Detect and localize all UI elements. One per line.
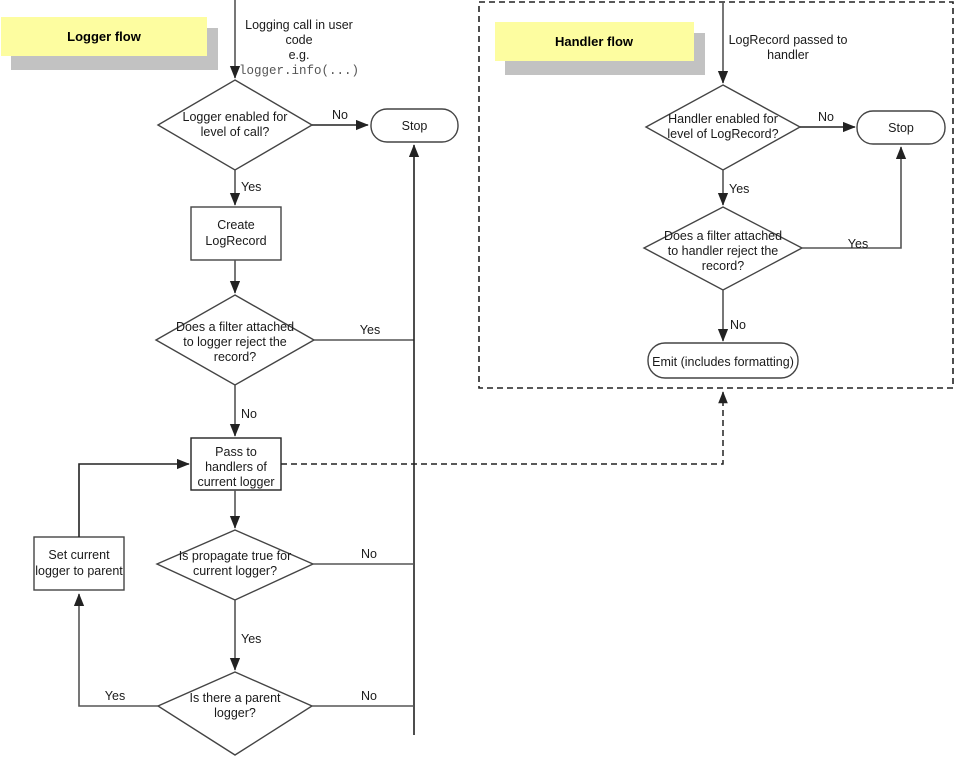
- logger-entry-caption-line2: code: [285, 33, 312, 47]
- edge-label-parent-yes: Yes: [105, 689, 125, 703]
- process-set-parent-line2: logger to parent: [35, 564, 123, 578]
- logger-entry-caption-line3: e.g.: [289, 48, 310, 62]
- decision-parent-logger[interactable]: [156, 671, 314, 756]
- edge-label-parent-no: No: [361, 689, 377, 703]
- terminator-handler-stop-label: Stop: [888, 121, 914, 135]
- decision-handler-filter-line3: record?: [702, 259, 744, 273]
- edge-set-parent-to-pass-to-handlers: [78, 458, 190, 537]
- decision-logger-filter-line2: to logger reject the: [183, 335, 287, 349]
- decision-handler-filter-line1: Does a filter attached: [664, 229, 782, 243]
- logger-flow-banner: Logger flow: [1, 17, 218, 70]
- process-set-current-logger-to-parent[interactable]: [33, 536, 125, 591]
- edge-label-handler-filter-no: No: [730, 318, 746, 332]
- edge-label-handler-filter-yes: Yes: [848, 237, 868, 251]
- process-create-logrecord[interactable]: [190, 206, 282, 261]
- decision-parent-logger-line1: Is there a parent: [189, 691, 281, 705]
- edge-label-propagate-no: No: [361, 547, 377, 561]
- terminator-handler-stop[interactable]: [856, 110, 946, 145]
- handler-flow-banner: Handler flow: [495, 22, 705, 75]
- process-pass-to-handlers-line2: handlers of: [205, 460, 267, 474]
- decision-handler-filter-line2: to handler reject the: [668, 244, 779, 258]
- handler-entry-caption-line1: LogRecord passed to: [729, 33, 848, 47]
- edge-handler-filter-yes: [802, 146, 907, 249]
- logger-entry-caption-code: logger.info(...): [239, 64, 359, 78]
- process-create-logrecord-line1: Create: [217, 218, 255, 232]
- edge-label-logger-filter-no: No: [241, 407, 257, 421]
- process-pass-to-handlers-line1: Pass to: [215, 445, 257, 459]
- edge-label-logger-enabled-no: No: [332, 108, 348, 122]
- handler-flow-banner-label: Handler flow: [555, 34, 634, 49]
- edge-label-logger-enabled-yes: Yes: [241, 180, 261, 194]
- decision-propagate-line2: current logger?: [193, 564, 277, 578]
- decision-parent-logger-line2: logger?: [214, 706, 256, 720]
- logger-flow-banner-fill: [1, 17, 207, 56]
- decision-logger-enabled-line2: level of call?: [201, 125, 270, 139]
- decision-logger-filter-line1: Does a filter attached: [176, 320, 294, 334]
- process-create-logrecord-line2: LogRecord: [205, 234, 266, 248]
- edge-label-logger-filter-yes: Yes: [360, 323, 380, 337]
- decision-logger-enabled-line1: Logger enabled for: [183, 110, 288, 124]
- terminator-logger-stop-label: Stop: [402, 119, 428, 133]
- edge-pass-to-handlers-to-handler-flow: [281, 391, 728, 465]
- logger-flow-banner-label: Logger flow: [67, 29, 142, 44]
- decision-logger-filter-line3: record?: [214, 350, 256, 364]
- edge-label-handler-enabled-yes: Yes: [729, 182, 749, 196]
- process-set-parent-line1: Set current: [48, 548, 110, 562]
- terminator-emit-label: Emit (includes formatting): [652, 355, 794, 369]
- handler-entry-caption-line2: handler: [767, 48, 809, 62]
- terminator-logger-stop[interactable]: [370, 108, 459, 143]
- edge-label-handler-enabled-no: No: [818, 110, 834, 124]
- edge-parent-yes: [73, 593, 158, 707]
- handler-flow-banner-fill: [495, 22, 694, 61]
- edge-label-propagate-yes: Yes: [241, 632, 261, 646]
- logger-entry-caption-line1: Logging call in user: [245, 18, 353, 32]
- process-pass-to-handlers-line3: current logger: [197, 475, 274, 489]
- terminator-emit[interactable]: [647, 342, 799, 379]
- process-pass-to-handlers[interactable]: [190, 437, 282, 491]
- decision-propagate-line1: Is propagate true for: [179, 549, 292, 563]
- decision-handler-enabled-line2: level of LogRecord?: [667, 127, 778, 141]
- decision-handler-enabled-line1: Handler enabled for: [668, 112, 778, 126]
